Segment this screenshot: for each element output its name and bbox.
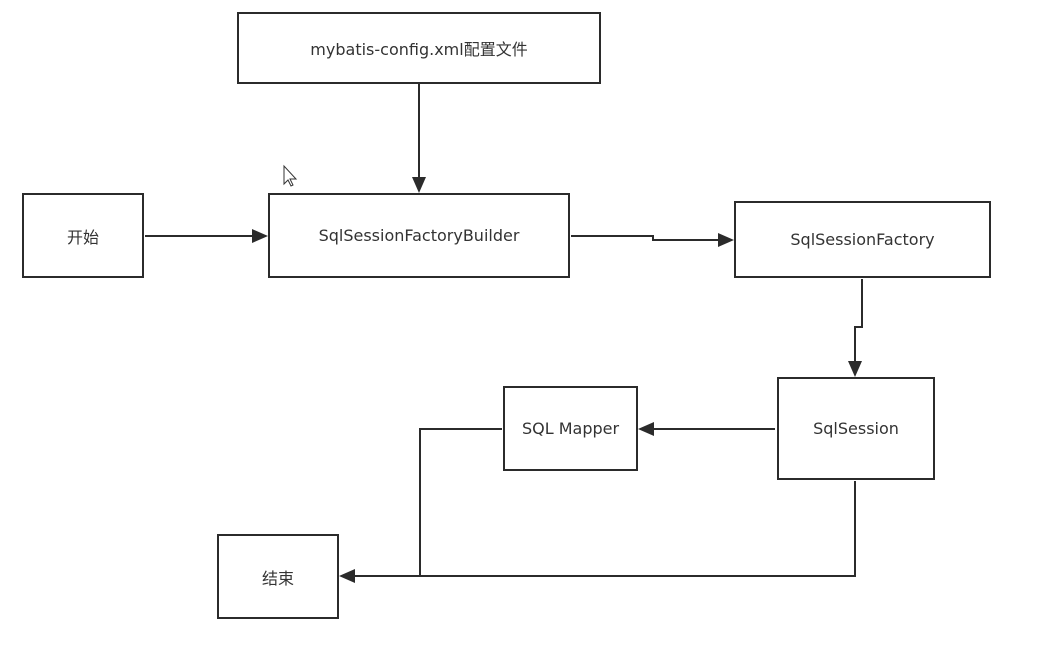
sqlsessionfactory-label: SqlSessionFactory [790,230,935,249]
start-node: 开始 [22,193,144,278]
edge-factory-to-session [854,279,863,364]
sqlsessionfactorybuilder-label: SqlSessionFactoryBuilder [318,226,520,245]
arrowhead-factory-to-session [848,361,862,377]
edge-builder-to-factory [571,235,722,241]
config-file-label: mybatis-config.xml配置文件 [310,40,528,59]
config-file-node: mybatis-config.xml配置文件 [237,12,601,84]
arrowhead-config-to-builder [412,177,426,193]
sql-mapper-label: SQL Mapper [521,419,620,438]
arrowhead-start-to-builder [252,229,268,243]
sqlsessionfactorybuilder-node: SqlSessionFactoryBuilder [268,193,570,278]
sqlsession-label: SqlSession [813,419,899,438]
edge-session-to-end [353,481,856,577]
sql-mapper-node: SQL Mapper [503,386,638,471]
arrowhead-session-to-mapper [638,422,654,436]
start-label: 开始 [66,227,99,247]
mouse-pointer-icon [283,164,298,187]
arrowhead-builder-to-factory [718,233,734,247]
end-node: 结束 [217,534,339,619]
arrowhead-to-end [339,569,355,583]
edge-mapper-to-end [419,428,502,576]
sqlsessionfactory-node: SqlSessionFactory [734,201,991,278]
end-label: 结束 [261,568,294,588]
sqlsession-node: SqlSession [777,377,935,480]
